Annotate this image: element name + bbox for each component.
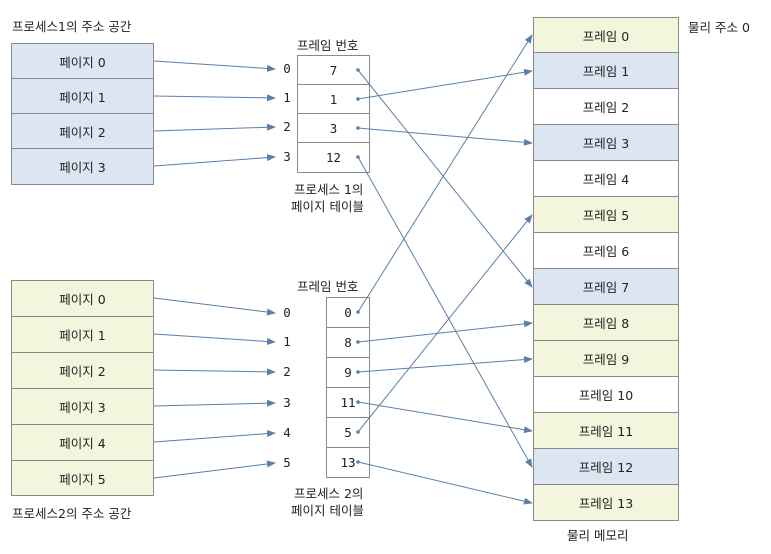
- physical-frame-4: 프레임 4: [533, 160, 679, 197]
- physical-frame-1: 프레임 1: [533, 52, 679, 89]
- process1-index-0: 0: [283, 61, 291, 76]
- process1-frame-cell-2: 3: [297, 113, 370, 143]
- process2-page-arrow-4: [153, 430, 276, 443]
- process2-index-2: 2: [283, 364, 291, 379]
- process2-frame-arrow-5: [357, 461, 533, 505]
- process1-page-arrow-2: [153, 123, 276, 132]
- process2-page-arrow-3: [153, 399, 276, 407]
- process1-page-3: 페이지 3: [11, 148, 154, 185]
- physical-frame-9: 프레임 9: [533, 340, 679, 377]
- process2-page-table-label-line1: 프로세스 2의: [294, 486, 364, 501]
- process2-address-space-label: 프로세스2의 주소 공간: [12, 506, 132, 521]
- physical-frame-6: 프레임 6: [533, 232, 679, 269]
- process1-address-space-label: 프로세스1의 주소 공간: [12, 19, 132, 34]
- process2-frame-cell-3: 11: [326, 387, 370, 418]
- process2-index-1: 1: [283, 334, 291, 349]
- process1-page-arrow-1: [153, 94, 276, 102]
- process2-page-1: 페이지 1: [11, 316, 154, 353]
- process1-frame-arrow-1: [357, 68, 533, 100]
- process1-page-table-label-line2: 페이지 테이블: [291, 199, 364, 214]
- process2-frame-arrow-1: [357, 320, 533, 343]
- process2-page-table-label-line2: 페이지 테이블: [291, 503, 364, 518]
- process2-page-5: 페이지 5: [11, 460, 154, 496]
- process2-frame-arrow-0: [357, 34, 533, 313]
- process2-page-4: 페이지 4: [11, 424, 154, 461]
- physical-frame-0: 프레임 0: [533, 17, 679, 53]
- process2-page-2: 페이지 2: [11, 352, 154, 389]
- process2-page-arrow-5: [153, 460, 276, 479]
- process1-page-1: 페이지 1: [11, 78, 154, 114]
- physical-frame-10: 프레임 10: [533, 376, 679, 413]
- process2-page-arrow-0: [153, 297, 276, 316]
- process1-frame-number-header: 프레임 번호: [297, 38, 359, 53]
- physical-frame-2: 프레임 2: [533, 88, 679, 125]
- process1-index-3: 3: [283, 149, 291, 164]
- physical-frame-13: 프레임 13: [533, 484, 679, 521]
- process2-index-0: 0: [283, 305, 291, 320]
- process2-frame-arrow-2: [357, 356, 533, 373]
- process1-page-arrow-0: [153, 60, 276, 72]
- process2-page-0: 페이지 0: [11, 280, 154, 317]
- process1-frame-arrow-2: [357, 127, 533, 146]
- process2-page-arrow-1: [153, 333, 276, 345]
- physical-frame-3: 프레임 3: [533, 124, 679, 161]
- physical-frame-8: 프레임 8: [533, 304, 679, 341]
- physical-frame-7: 프레임 7: [533, 268, 679, 305]
- process1-index-2: 2: [283, 119, 291, 134]
- process2-page-3: 페이지 3: [11, 388, 154, 425]
- process1-index-1: 1: [283, 90, 291, 105]
- physical-address-zero-label: 물리 주소 0: [688, 20, 750, 35]
- process1-page-table-label-line1: 프로세스 1의: [294, 182, 364, 197]
- process2-frame-arrow-3: [357, 401, 533, 434]
- physical-memory-label: 물리 메모리: [567, 528, 629, 543]
- process2-frame-cell-5: 13: [326, 447, 370, 478]
- process2-page-arrow-2: [153, 368, 276, 376]
- process2-frame-arrow-4: [357, 214, 533, 433]
- process2-index-4: 4: [283, 425, 291, 440]
- process2-index-5: 5: [283, 455, 291, 470]
- process2-index-3: 3: [283, 395, 291, 410]
- process2-frame-cell-0: 0: [326, 297, 370, 328]
- process1-page-arrow-3: [153, 154, 276, 167]
- process1-frame-arrow-0: [357, 69, 533, 288]
- process2-frame-number-header: 프레임 번호: [297, 279, 359, 294]
- process2-frame-cell-1: 8: [326, 327, 370, 358]
- physical-frame-5: 프레임 5: [533, 196, 679, 233]
- process1-frame-arrow-3: [357, 156, 533, 468]
